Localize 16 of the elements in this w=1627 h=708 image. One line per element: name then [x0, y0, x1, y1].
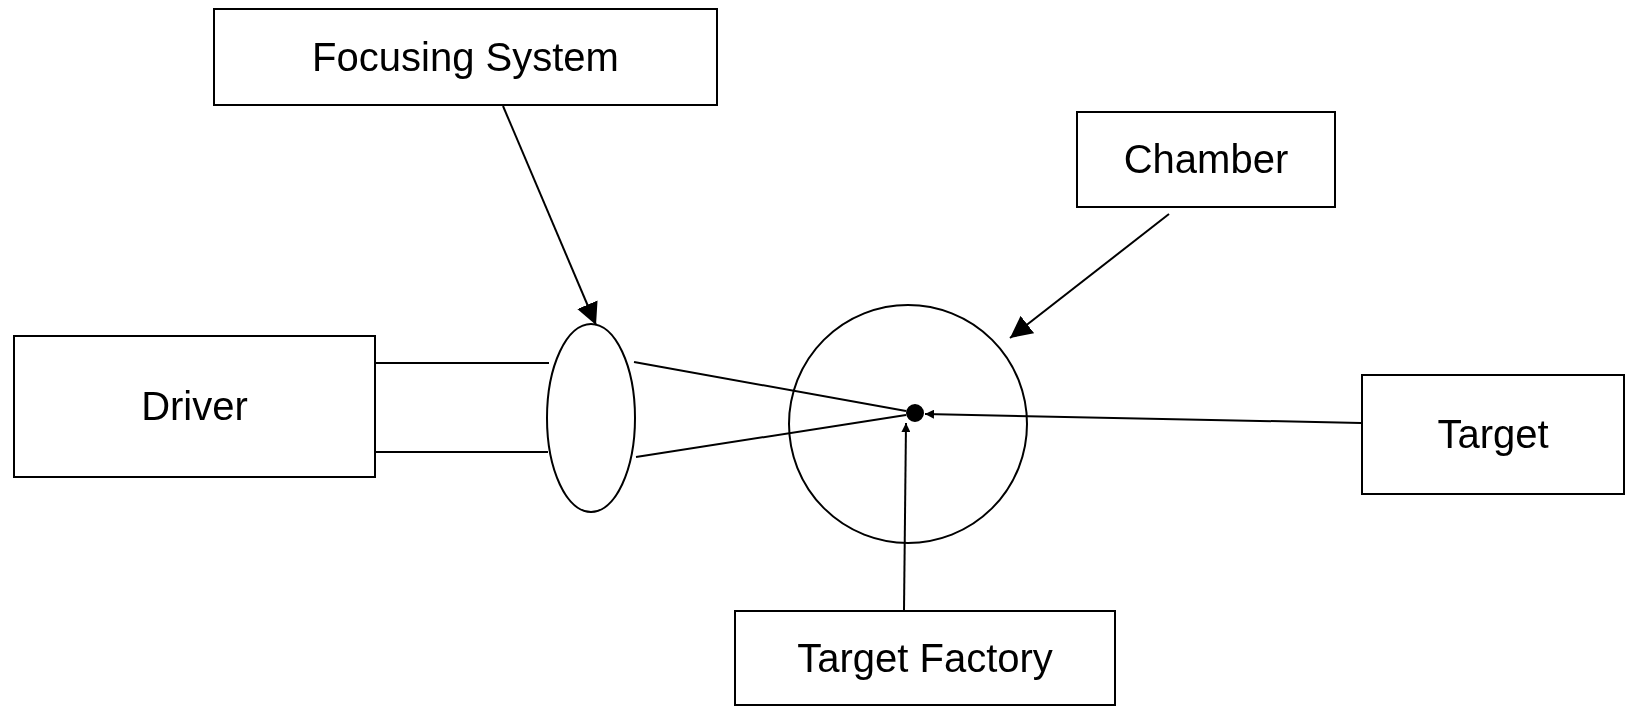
- label-box: Driver: [13, 335, 376, 478]
- arrow: [1009, 213, 1170, 339]
- target-dot: [906, 404, 924, 422]
- label-box: Target: [1361, 374, 1625, 495]
- lens-ellipse: [546, 323, 636, 513]
- beam-line: [375, 362, 550, 364]
- beam-line: [375, 451, 549, 453]
- arrow: [901, 422, 911, 611]
- beam-line: [633, 361, 907, 412]
- arrow: [924, 409, 1362, 424]
- arrow: [502, 105, 598, 326]
- label-box: Target Factory: [734, 610, 1116, 706]
- chamber-circle: [788, 304, 1028, 544]
- label-box: Chamber: [1076, 111, 1336, 208]
- beam-line: [635, 414, 907, 458]
- label-box: Focusing System: [213, 8, 718, 106]
